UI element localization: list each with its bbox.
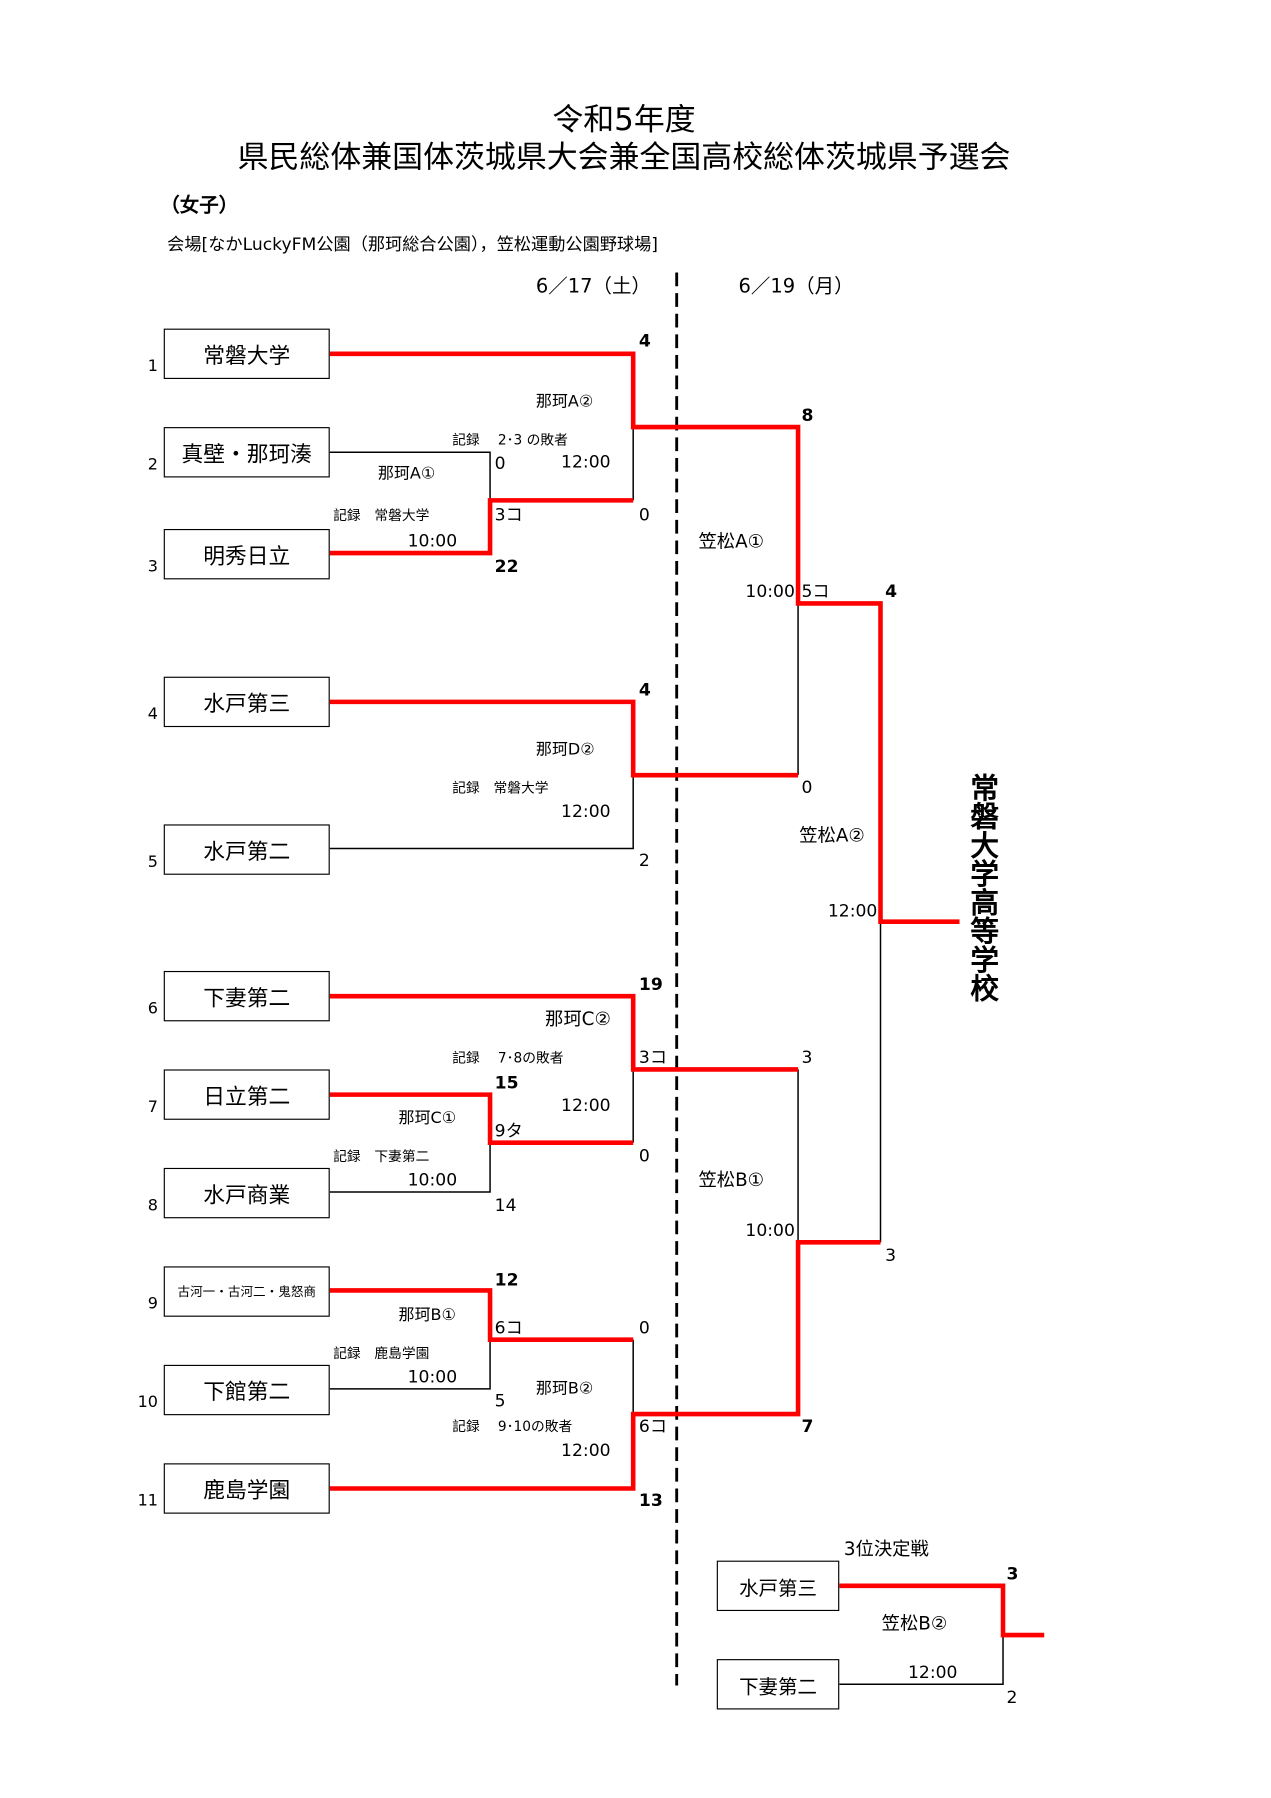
third-place-score-top: 3	[1006, 1563, 1019, 1585]
team-box-8: 水戸商業	[163, 1167, 330, 1219]
score-nakaC1-top: 15	[494, 1072, 519, 1093]
score-kasamatsuA1-bottom: 0	[801, 776, 813, 798]
team-box-7: 日立第二	[163, 1069, 330, 1120]
seed-11: 11	[137, 1491, 159, 1511]
seed-5: 5	[147, 853, 159, 872]
category-label: （女子）	[160, 194, 239, 217]
team-box-3: 明秀日立	[163, 528, 330, 580]
match-venue-kasamatsuA2: 笠松A②	[799, 824, 865, 847]
third-place-venue: 笠松B②	[881, 1612, 948, 1634]
match-venue-kasamatsuA1: 笠松A①	[698, 530, 765, 552]
match-time-kasamatsuB1: 10:00	[745, 1219, 795, 1241]
score-nakaB1-top: 12	[494, 1269, 519, 1290]
team-box-1: 常磐大学	[163, 328, 330, 379]
black-lines	[329, 427, 1004, 1686]
venue-label: 会場[なかLuckyFM公園（那珂総合公園），笠松運動公園野球場]	[167, 234, 658, 255]
score-kasamatsuB1-top: 3	[801, 1047, 813, 1068]
seed-1: 1	[147, 357, 159, 376]
winner-lines	[329, 351, 1045, 1638]
seed-4: 4	[147, 705, 159, 724]
date-day2: 6／19（月）	[738, 275, 854, 299]
team-box-11: 鹿島学園	[163, 1463, 330, 1514]
match-venue-nakaA2: 那珂A②	[535, 392, 594, 412]
score-kasamatsuB1-bottom: 7	[801, 1415, 814, 1437]
match-venue-kasamatsuB1: 笠松B①	[698, 1169, 765, 1191]
team-box-9: 古河一・古河二・鬼怒商	[163, 1266, 330, 1317]
seed-8: 8	[147, 1196, 159, 1215]
match-venue-nakaB2: 那珂B②	[535, 1379, 594, 1399]
date-day1: 6／17（土）	[535, 275, 651, 299]
score-nakaC2-bottom: 0	[638, 1145, 650, 1167]
match-venue-nakaC2: 那珂C②	[545, 1007, 611, 1030]
score-nakaA2-top: 4	[638, 330, 651, 351]
third-place-team-1: 水戸第三	[716, 1560, 840, 1612]
score-nakaC1-bottom: 14	[494, 1194, 517, 1216]
seed-3: 3	[147, 557, 159, 576]
match-record-nakaB1: 記録 鹿島学園	[333, 1345, 430, 1362]
match-venue-nakaB1: 那珂B①	[398, 1306, 456, 1325]
match-venue-nakaD2: 那珂D②	[535, 740, 595, 760]
match-record-nakaB2: 記録 9･10の敗者	[452, 1418, 573, 1435]
seed-6: 6	[147, 999, 159, 1018]
match-venue-nakaC1: 那珂C①	[398, 1109, 457, 1128]
seed-9: 9	[147, 1294, 159, 1314]
third-place-team-2: 下妻第二	[716, 1659, 840, 1710]
match-time-nakaD2: 12:00	[561, 800, 611, 822]
note-nakaB1: 6コ	[494, 1317, 523, 1338]
match-time-nakaA1: 10:00	[407, 530, 458, 552]
score-nakaD2-top: 4	[638, 679, 651, 701]
team-box-5: 水戸第二	[163, 824, 330, 875]
match-venue-nakaA1: 那珂A①	[377, 464, 436, 484]
match-time-nakaB2: 12:00	[561, 1439, 611, 1461]
score-nakaD2-bottom: 2	[638, 850, 650, 871]
match-record-nakaC1: 記録 下妻第二	[333, 1148, 430, 1165]
note-nakaA1: 3コ	[494, 504, 523, 525]
score-nakaA1-top: 0	[494, 452, 506, 474]
team-box-10: 下館第二	[163, 1364, 330, 1416]
title-year: 令和5年度	[552, 102, 696, 138]
match-record-nakaD2: 記録 常磐大学	[452, 779, 549, 796]
score-nakaB2-bottom: 13	[638, 1490, 663, 1511]
score-nakaB1-bottom: 5	[494, 1390, 506, 1412]
score-kasamatsuA2-bottom: 3	[885, 1245, 897, 1266]
match-time-nakaC1: 10:00	[407, 1169, 458, 1191]
match-record-nakaC2: 記録 7･8の敗者	[452, 1049, 564, 1066]
note-nakaB2: 6コ	[638, 1415, 668, 1437]
third-place-label: 3位決定戦	[843, 1537, 929, 1560]
seed-2: 2	[147, 455, 159, 475]
note-nakaC1: 9タ	[494, 1120, 523, 1141]
match-time-kasamatsuA2: 12:00	[827, 900, 878, 922]
score-nakaB2-top: 0	[638, 1317, 650, 1338]
score-kasamatsuA1-top: 8	[801, 404, 814, 426]
match-time-nakaB1: 10:00	[407, 1366, 458, 1388]
team-box-4: 水戸第三	[163, 676, 330, 728]
match-time-nakaC2: 12:00	[561, 1095, 611, 1116]
seed-10: 10	[137, 1393, 159, 1412]
match-time-kasamatsuA1: 10:00	[745, 581, 795, 602]
third-place-score-bottom: 2	[1006, 1687, 1018, 1708]
team-box-6: 下妻第二	[163, 970, 330, 1022]
champion-name: 常磐大学高等学校	[966, 772, 1000, 1002]
seed-7: 7	[147, 1098, 159, 1117]
third-place-time: 12:00	[907, 1661, 958, 1683]
team-box-2: 真壁・那珂湊	[163, 427, 330, 478]
note-nakaC2: 3コ	[638, 1047, 668, 1068]
score-nakaA1-bottom: 22	[494, 555, 519, 577]
note-kasamatsuA1: 5コ	[801, 581, 830, 602]
match-record-nakaA1: 記録 常磐大学	[333, 507, 430, 524]
score-kasamatsuA2-top: 4	[885, 581, 898, 602]
match-record-nakaA2: 記録 2･3 の敗者	[452, 431, 568, 448]
match-time-nakaA2: 12:00	[561, 451, 611, 473]
score-nakaA2-bottom: 0	[638, 504, 650, 525]
score-nakaC2-top: 19	[638, 973, 663, 995]
title-event: 県民総体兼国体茨城県大会兼全国高校総体茨城県予選会	[237, 140, 1011, 176]
